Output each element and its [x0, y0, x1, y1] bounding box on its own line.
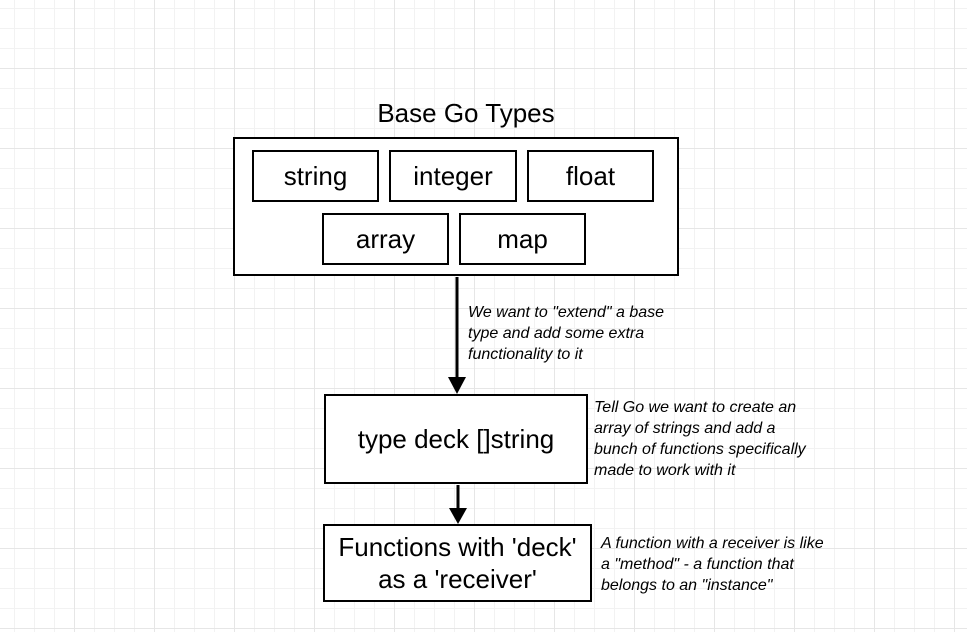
- type-box-float: float: [527, 150, 654, 202]
- receiver-note: A function with a receiver is like a "me…: [601, 535, 824, 594]
- functions-receiver-box: Functions with 'deck' as a 'receiver': [323, 524, 592, 602]
- type-deck-box: type deck []string: [324, 394, 588, 484]
- type-box-string: string: [252, 150, 379, 202]
- arrowhead-deck-to-functions: [449, 508, 467, 524]
- base-types-title: Base Go Types: [377, 98, 555, 128]
- arrowhead-base-to-deck: [448, 377, 466, 394]
- type-box-integer: integer: [389, 150, 517, 202]
- type-box-map: map: [459, 213, 586, 265]
- type-box-array: array: [322, 213, 449, 265]
- tell-go-note: Tell Go we want to create an array of st…: [594, 399, 806, 479]
- extend-note: We want to "extend" a base type and add …: [468, 304, 665, 363]
